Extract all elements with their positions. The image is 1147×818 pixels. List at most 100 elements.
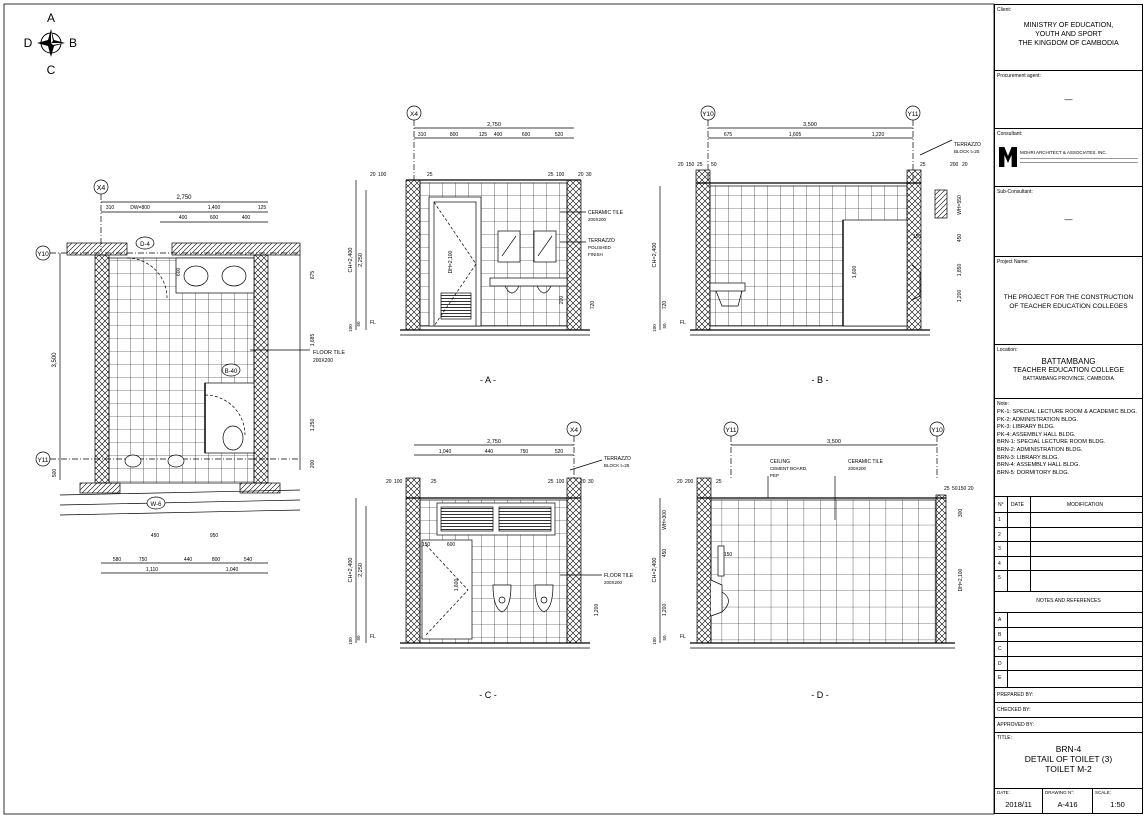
elev-b-dim-1220: 1,220 [872, 132, 885, 138]
elev-d-100: 100 [652, 637, 657, 645]
tb-location-line-3: BATTAMBANG PROVINCE, CAMBODIA [1023, 376, 1114, 382]
rev-row-no: 3 [998, 546, 1001, 552]
elev-a-100: 100 [348, 324, 353, 332]
elev-b-dim-overall: 3,500 [803, 122, 817, 128]
tb-consultant-label: Consultant: [997, 131, 1023, 137]
checked-by-label: CHECKED BY: [997, 707, 1031, 713]
drawing-title-line-2: DETAIL OF TOILET (3) [1024, 754, 1113, 764]
ref-row-key: E [998, 675, 1002, 681]
tb-consultant-name: MOHRI ARCHITECT & ASSOCIATES, INC. [1020, 150, 1107, 155]
elev-c-edge-dim-7: 30 [588, 479, 594, 485]
elev-b-edge-dim-6: 200 [950, 162, 959, 168]
elev-a-fl: FL [370, 320, 376, 326]
elev-a-note-tile-size: 200X200 [588, 217, 607, 222]
plan-dim-125: 125 [258, 205, 267, 211]
tb-project-label: Project Name: [997, 259, 1029, 265]
tb-project: Project Name: THE PROJECT FOR THE CONSTR… [995, 257, 1142, 345]
tb-checked: CHECKED BY: [995, 703, 1142, 718]
elev-c-edge-dim-3: 25 [431, 479, 437, 485]
elev-d-note-tile: CERAMIC TILE [848, 459, 884, 465]
tb-subconsultant-label: Sub-Consultant: [997, 189, 1033, 195]
plan-dim-580: 580 [113, 557, 122, 563]
elev-c-1200: 1,200 [594, 604, 600, 617]
rev-row: 5 [995, 570, 1142, 592]
plan-dim-600: 600 [210, 215, 219, 221]
rev-row-no: 2 [998, 531, 1001, 538]
elev-a-dim-800: 800 [450, 132, 459, 138]
tb-location-line-1: BATTAMBANG [1041, 357, 1096, 366]
plan-overall-dim: 2,750 [176, 195, 192, 201]
ref-row-key: A [998, 617, 1002, 623]
tb-note-2: PK-2: ADMINISTRATION BLDG. [997, 416, 1079, 423]
ref-row: A [995, 612, 1142, 627]
consultant-address-line-2 [1020, 162, 1138, 163]
tb-approved: APPROVED BY: [995, 718, 1142, 733]
rev-row-no: 4 [998, 560, 1001, 567]
tb-revisions: N° DATE MODIFICATION 1 2 3 4 5 [995, 497, 1142, 592]
ref-row-key: B [998, 631, 1002, 638]
elev-a-dim-125: 125 [479, 132, 488, 138]
plan-tag-w6: W-6 [151, 502, 163, 508]
elev-a-note-finish: FINISH [588, 252, 603, 257]
elev-b-720: 720 [662, 301, 668, 310]
consultant-address-line [1020, 158, 1138, 159]
elev-c-edge-dim-4: 25 [548, 479, 554, 485]
ref-row-key: D [998, 660, 1002, 667]
elevation-d: Y11 Y10 3,500 20 200 25 25 50 150 20 CH=… [652, 421, 974, 700]
rev-row: 1 [995, 512, 1142, 527]
elev-a-note-terrazzo: TERRAZZO [588, 238, 615, 244]
elev-a-dim-520: 520 [555, 132, 564, 138]
plan-tag-d4: D-4 [140, 242, 150, 248]
elev-d-edge-dim: 20 [677, 479, 683, 485]
elev-d-150: 150 [724, 552, 733, 558]
plan-dim-3500: 3,500 [52, 352, 58, 368]
elev-c-edge-dim: 20 [386, 479, 392, 485]
rev-header-no: N° [998, 502, 1004, 508]
elev-c-2250: 2,250 [358, 563, 364, 577]
elev-d-note-tile-size: 200X200 [848, 466, 867, 471]
elev-d-dh: DH=2,100 [958, 568, 964, 591]
compass-south: C [47, 63, 56, 77]
rev-row: 4 [995, 555, 1142, 570]
elev-d-edge-dim-7: 20 [968, 486, 974, 492]
scale-value: 1:50 [1110, 800, 1125, 809]
plan-grid-x4: X4 [97, 185, 106, 192]
plan-dim-750: 750 [139, 557, 148, 563]
elev-b-dim-675: 675 [724, 132, 733, 138]
scale-label: SCALE: [1095, 790, 1112, 795]
elev-c-note-block: BLOCK t=25 [604, 463, 630, 468]
elev-d-note-ceiling: CEILING [770, 459, 790, 465]
plan-dim-400a: 400 [179, 215, 188, 221]
elev-d-ch: CH=2,400 [652, 558, 658, 583]
tb-notes-references: NOTES AND REFERENCES A B C D E [995, 592, 1142, 688]
tb-notes: Note: PK-1: SPECIAL LECTURE ROOM & ACADE… [995, 399, 1142, 497]
compass-west: D [24, 36, 33, 50]
date-label: DATE: [997, 790, 1010, 795]
elev-a-dim-310: 310 [418, 132, 427, 138]
elev-b-grid-y10: Y10 [702, 111, 714, 118]
rev-row-no: 5 [998, 575, 1001, 581]
plan-floor-tile-label: FLOOR TILE [313, 350, 345, 356]
plan-dim-450: 450 [151, 533, 160, 539]
elev-b-1600: 1,600 [852, 266, 858, 279]
ref-row: C [995, 641, 1142, 656]
tb-subconsultant: Sub-Consultant: — [995, 187, 1142, 257]
elev-b-edge-dim-4: 50 [711, 162, 717, 168]
tb-title: TITLE: BRN-4 DETAIL OF TOILET (3) TOILET… [995, 733, 1142, 789]
tb-note-3: PK-3: LIBRARY BLDG. [997, 424, 1055, 431]
tb-location-label: Location: [997, 347, 1018, 353]
drawing-title-line-3: TOILET M-2 [1045, 764, 1092, 774]
elev-b-edge-dim-2: 150 [686, 162, 695, 168]
plan-grid-y11: Y11 [37, 457, 48, 464]
drawing-title-line-1: BRN-4 [1055, 744, 1082, 754]
tb-client-line-3: THE KINGDOM OF CAMBODIA [1018, 40, 1119, 47]
elev-c-edge-dim-2: 100 [394, 479, 403, 485]
elev-d-grid-y10: Y10 [931, 427, 943, 434]
rev-row-no: 1 [998, 517, 1001, 523]
elev-d-grid-y11: Y11 [725, 427, 736, 434]
elev-c-dim-1040: 1,040 [439, 449, 452, 455]
elev-a-note-tile: CERAMIC TILE [588, 210, 624, 216]
elev-d-450: 450 [662, 549, 668, 558]
elev-a-dim-600: 600 [522, 132, 531, 138]
